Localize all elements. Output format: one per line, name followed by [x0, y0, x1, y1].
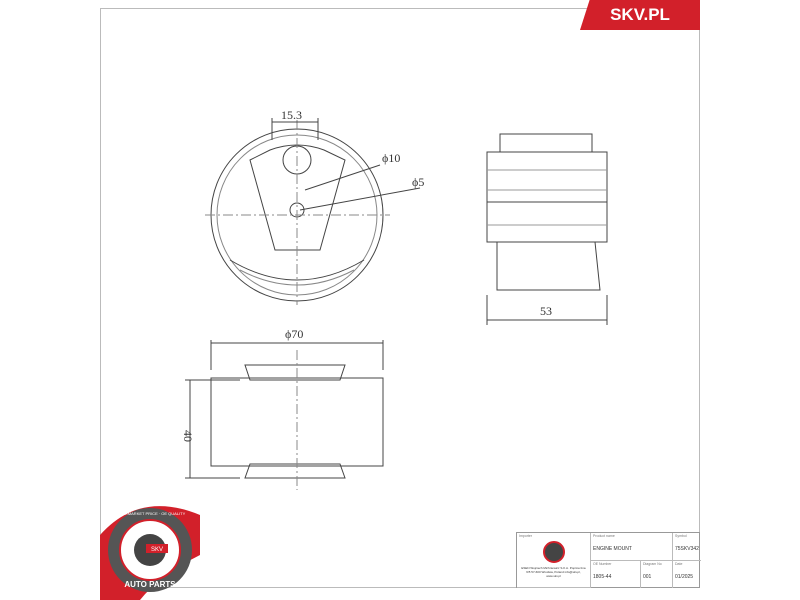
- importer-text: ESEN Wojciech Michniewicz S.K.A. Poprzec…: [521, 566, 586, 578]
- dim-height: 40: [181, 430, 195, 442]
- oe-label: OE Number: [593, 562, 612, 566]
- oe-value: 1805-44: [593, 574, 612, 580]
- product-label: Product name: [593, 534, 615, 538]
- symbol-value: 75SKV342: [675, 546, 699, 552]
- dim-length: 53: [540, 304, 552, 318]
- dim-dia-small: ϕ5: [412, 175, 424, 189]
- front-view-insert: [249, 144, 346, 251]
- seal-top-text: AFTERMARKET PRICE · OE QUALITY: [115, 511, 186, 516]
- diagram-label: Diagram No: [643, 562, 662, 566]
- skv-auto-parts-seal: SKV AUTO PARTS AFTERMARKET PRICE · OE QU…: [100, 506, 200, 600]
- diagram-cell: Diagram No 001: [641, 561, 673, 588]
- title-block: Importer ESEN Wojciech Michniewicz S.K.A…: [516, 532, 701, 588]
- symbol-label: Symbol: [675, 534, 687, 538]
- seal-bottom-text: AUTO PARTS: [124, 580, 176, 589]
- oe-cell: OE Number 1805-44: [591, 561, 641, 588]
- drawing-frame: [100, 8, 700, 588]
- date-value: 01/2025: [675, 574, 694, 580]
- dim-width-top: 15.3: [281, 108, 302, 122]
- importer-logo: [542, 541, 565, 563]
- symbol-cell: Symbol 75SKV342: [673, 533, 701, 561]
- dim-outer-dia: ϕ70: [285, 327, 303, 341]
- seal-center-text: SKV: [151, 547, 163, 553]
- date-cell: Date 01/2025: [673, 561, 701, 588]
- product-name: ENGINE MOUNT: [593, 546, 632, 552]
- importer-cell: Importer ESEN Wojciech Michniewicz S.K.A…: [517, 533, 591, 588]
- importer-label: Importer: [519, 534, 533, 538]
- product-cell: Product name ENGINE MOUNT: [591, 533, 673, 561]
- skv-logo: SKV.PL: [580, 0, 700, 30]
- side-view-body: [486, 151, 608, 203]
- dim-dia-large: ϕ10: [382, 151, 400, 165]
- diagram-value: 001: [643, 574, 652, 580]
- date-label: Date: [675, 562, 683, 566]
